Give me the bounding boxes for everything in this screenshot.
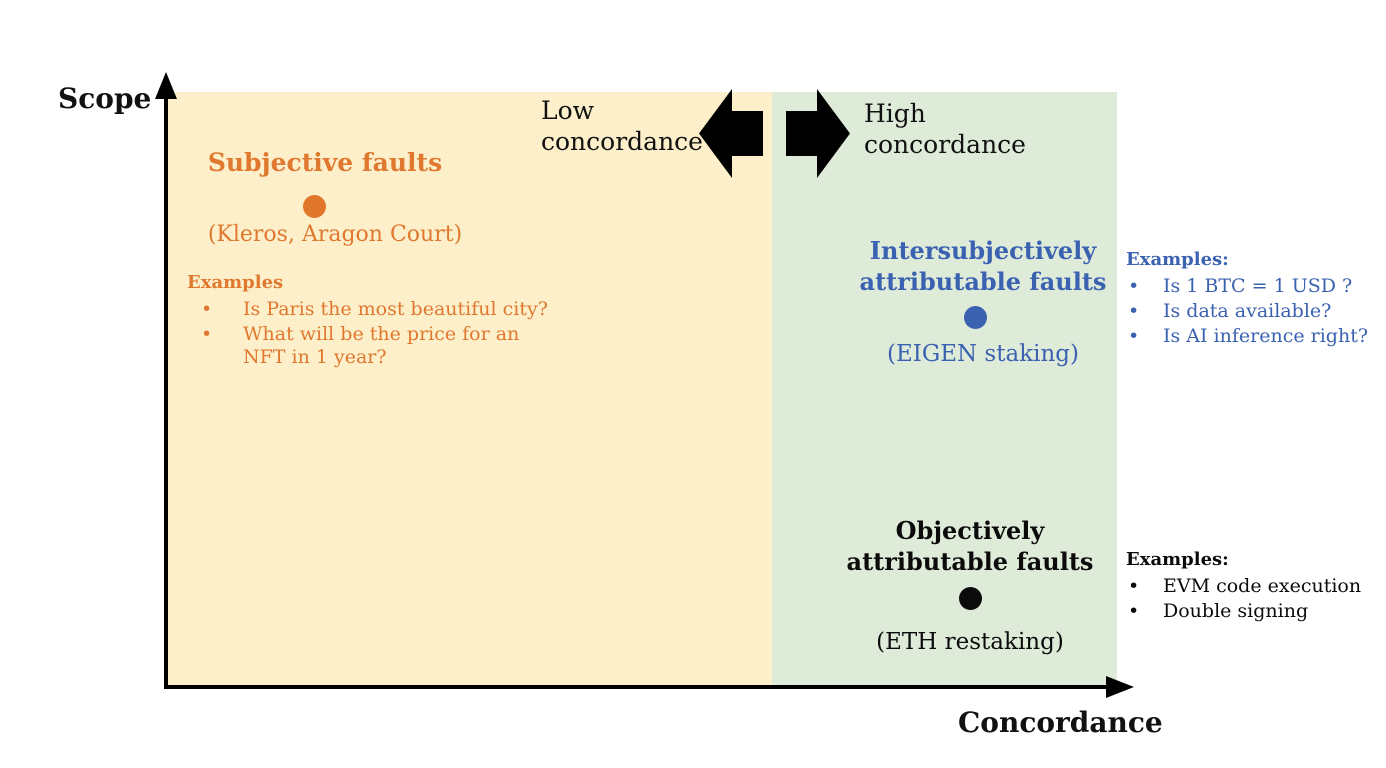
list-item: Is data available? xyxy=(1126,300,1386,323)
subjective-faults-dot xyxy=(303,195,326,218)
high-concordance-label: High concordance xyxy=(864,99,1026,159)
left-arrow-icon xyxy=(699,89,763,178)
list-item: Is AI inference right? xyxy=(1126,325,1386,348)
intersubjective-examples-list: Is 1 BTC = 1 USD ? Is data available? Is… xyxy=(1126,275,1386,349)
objective-faults-subtitle: (ETH restaking) xyxy=(876,629,1064,655)
list-item: Is Paris the most beautiful city? xyxy=(187,298,567,321)
subjective-examples-heading: Examples xyxy=(187,272,284,293)
list-item: Double signing xyxy=(1126,600,1386,623)
objective-examples-block: Examples: EVM code execution Double sign… xyxy=(1126,549,1386,625)
list-item: Is 1 BTC = 1 USD ? xyxy=(1126,275,1386,298)
subjective-faults-title: Subjective faults xyxy=(207,148,443,177)
intersubjective-examples-heading: Examples: xyxy=(1126,249,1229,270)
intersubjective-faults-title: Intersubjectively attributable faults xyxy=(859,236,1107,296)
objective-faults-dot xyxy=(959,587,982,610)
subjective-examples-block: Examples Is Paris the most beautiful cit… xyxy=(187,272,582,372)
x-axis-label: Concordance xyxy=(958,706,1163,739)
intersubjective-examples-block: Examples: Is 1 BTC = 1 USD ? Is data ava… xyxy=(1126,249,1386,351)
list-item: What will be the price for an NFT in 1 y… xyxy=(187,323,567,369)
subjective-faults-subtitle: (Kleros, Aragon Court) xyxy=(207,222,463,247)
high-concordance-region xyxy=(772,92,1117,687)
objective-examples-list: EVM code execution Double signing xyxy=(1126,575,1386,624)
objective-faults-title: Objectively attributable faults xyxy=(846,516,1094,576)
right-arrow-icon xyxy=(786,89,850,178)
low-concordance-region xyxy=(167,92,772,687)
list-item: EVM code execution xyxy=(1126,575,1386,598)
intersubjective-faults-subtitle: (EIGEN staking) xyxy=(886,341,1079,367)
intersubjective-faults-dot xyxy=(964,306,987,329)
y-axis-label: Scope xyxy=(58,82,152,115)
subjective-examples-list: Is Paris the most beautiful city? What w… xyxy=(187,298,582,370)
objective-examples-heading: Examples: xyxy=(1126,549,1229,570)
low-concordance-label: Low concordance xyxy=(541,96,703,156)
